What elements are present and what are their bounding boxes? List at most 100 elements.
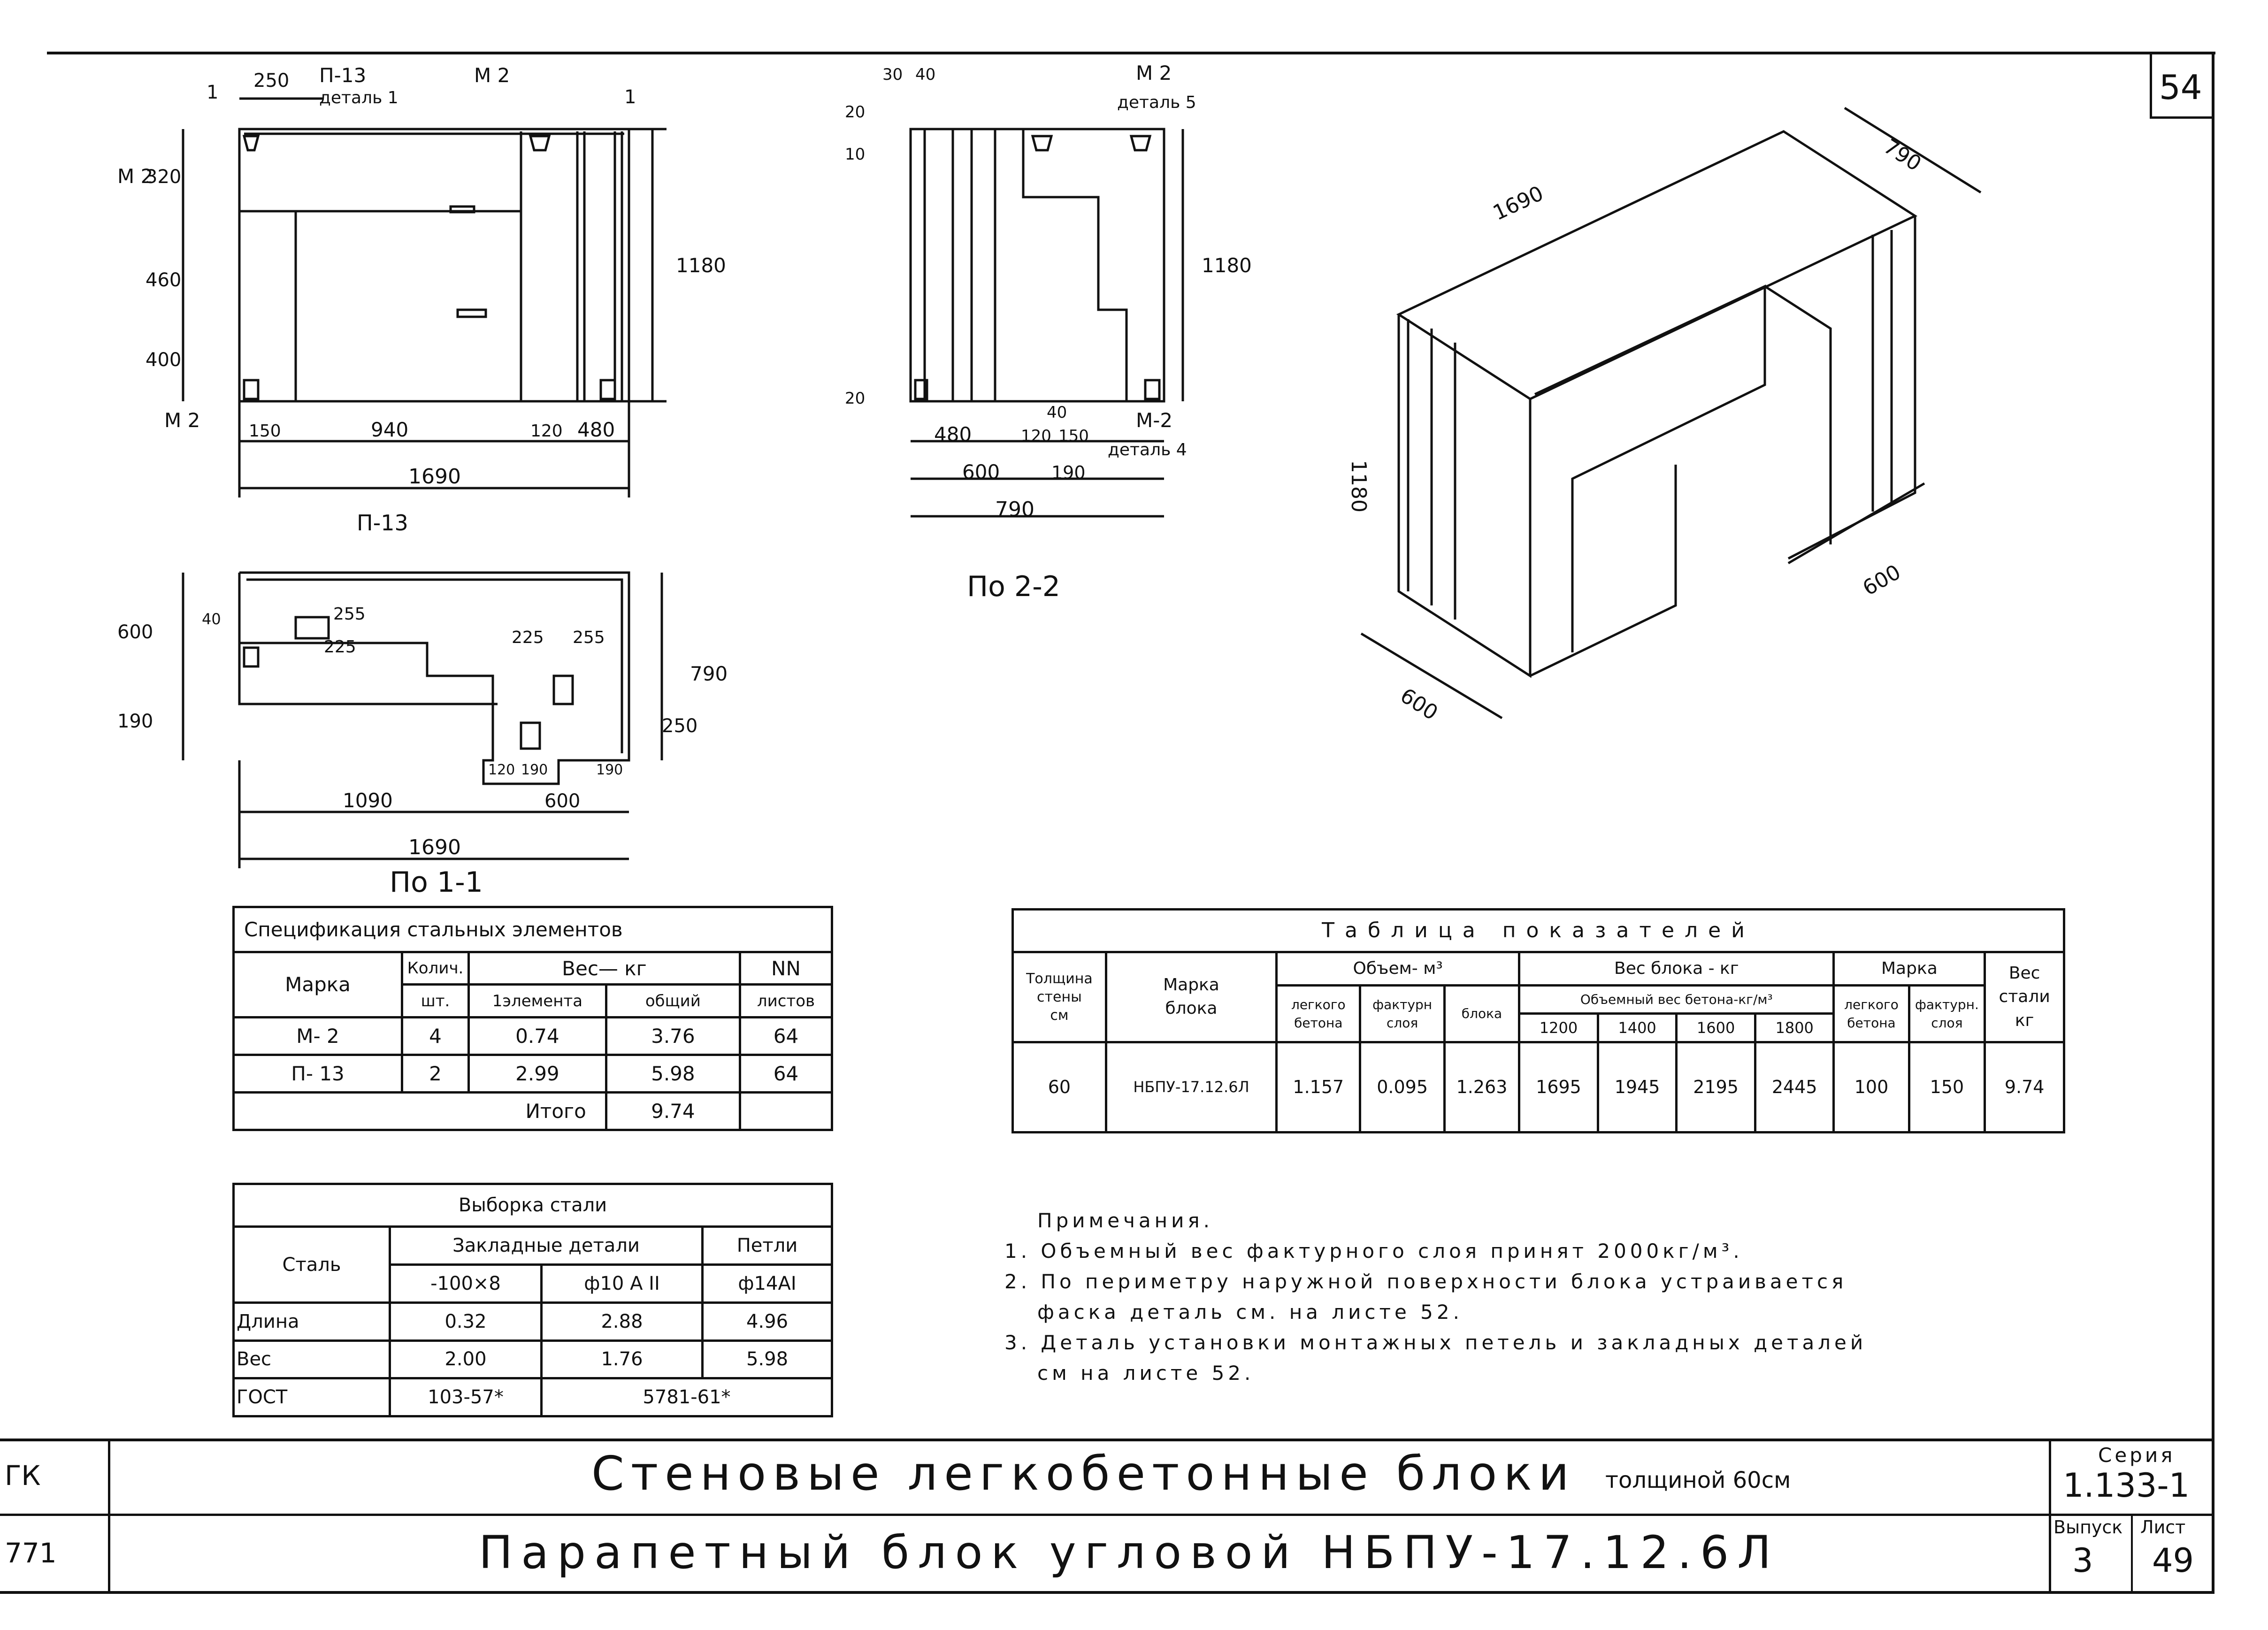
ind-header-w1: 1200	[1518, 1012, 1599, 1043]
steel-row1-c2: 2.88	[540, 1301, 704, 1342]
ind-header-thickness: Толщина стены см	[1011, 950, 1107, 1043]
spec-row2-mark: П- 13	[232, 1053, 404, 1094]
iso-dim-600-left: 600	[1396, 683, 1442, 725]
s22-dim-height: 1180	[1202, 254, 1252, 277]
steel-header-embedded: Закладные детали	[389, 1225, 704, 1266]
ind-header-steel-1: Вес	[2008, 963, 2040, 983]
ind-table-title: Таблица показателей	[1011, 908, 2065, 953]
sheet-number-box-left	[2150, 52, 2152, 117]
iso-dim-1180: 1180	[1347, 460, 1371, 513]
steel-table-title: Выборка стали	[232, 1182, 833, 1228]
issue-label: Выпуск	[2053, 1517, 2123, 1538]
s11-dim-total: 1690	[408, 835, 461, 859]
series-label: Серия	[2098, 1444, 2176, 1467]
s11-dim-190: 190	[117, 711, 153, 732]
note-2-cont: фаска деталь см. на листе 52.	[1037, 1301, 1463, 1324]
sheet-number: 54	[2159, 68, 2202, 107]
ind-row-gr-light: 100	[1832, 1041, 1910, 1134]
s11-dim-600: 600	[117, 621, 153, 643]
ind-header-w2: 1400	[1596, 1012, 1678, 1043]
spec-table-title: Спецификация стальных элементов	[232, 905, 833, 954]
ind-row-thickness: 60	[1011, 1041, 1107, 1134]
s11-dim-225-a: 225	[324, 637, 356, 657]
spec-header-qty: Колич.	[401, 951, 470, 986]
note-1: 1. Объемный вес фактурного слоя принят 2…	[1004, 1240, 1743, 1263]
ind-header-vol-facing-1: фактурн	[1372, 996, 1433, 1012]
ind-header-thickness-1: Толщина	[1026, 970, 1093, 987]
s22-dim-30: 30	[882, 65, 903, 84]
table-row: Вес 2.00 1.76 5.98	[232, 1339, 833, 1380]
steel-row3-c1: 103-57*	[389, 1377, 543, 1417]
elev-dim-400: 400	[146, 349, 181, 371]
ind-row-gr-facing: 150	[1908, 1041, 1986, 1134]
s11-dim-190-b: 190	[596, 762, 623, 778]
ind-header-mark-1: Марка	[1163, 975, 1219, 995]
steel-header-c3: ф14АI	[701, 1263, 833, 1304]
iso-dim-600-right: 600	[1859, 560, 1905, 600]
ind-header-vol-block: блока	[1443, 984, 1521, 1043]
ind-header-mark-2: блока	[1165, 999, 1218, 1018]
left-code-bottom: 771	[5, 1537, 57, 1569]
title-main: Стеновые легкобетонные блоки	[591, 1446, 1576, 1501]
steel-row3-c23: 5781-61*	[540, 1377, 833, 1417]
ind-header-thickness-3: см	[1050, 1007, 1069, 1024]
ind-header-vol-light: легкого бетона	[1275, 984, 1362, 1043]
s22-dim-120: 120	[1021, 427, 1051, 445]
s11-dim-600-bottom: 600	[544, 790, 580, 812]
s22-dim-10-top: 10	[845, 145, 865, 164]
s22-dim-40-bottom: 40	[1047, 403, 1067, 422]
s22-dim-20-bottom: 20	[845, 389, 865, 408]
s11-dim-120: 120	[488, 762, 515, 778]
ind-row-w3: 2195	[1675, 1041, 1756, 1134]
s22-dim-40: 40	[915, 65, 935, 84]
steel-row1-c1: 0.32	[389, 1301, 543, 1342]
spec-row1-sheet: 64	[738, 1016, 834, 1056]
frame-top-line	[47, 52, 2215, 54]
spec-row1-mark: М- 2	[232, 1016, 404, 1056]
steel-header-c2: ф10 А II	[540, 1263, 704, 1304]
ind-header-vol-light-2: бетона	[1294, 1015, 1343, 1031]
elev-dim-940: 940	[371, 418, 408, 441]
steel-header-c1: -100×8	[389, 1263, 543, 1304]
elev-label-m2: М 2	[474, 64, 510, 87]
spec-row1-one: 0.74	[467, 1016, 607, 1056]
spec-table: Спецификация стальных элементов Марка Ко…	[232, 905, 834, 1132]
title-block-bottom-line	[0, 1591, 2214, 1594]
issue-value: 3	[2072, 1541, 2093, 1580]
spec-header-weight: Вес— кг	[467, 951, 741, 986]
ind-row-steel: 9.74	[1984, 1041, 2065, 1134]
ind-header-weight-sub: Объемный вес бетона-кг/м³	[1518, 984, 1835, 1015]
s22-dim-150: 150	[1058, 427, 1089, 445]
elev-dim-height: 1180	[676, 254, 726, 277]
spec-header-qty-unit: шт.	[401, 983, 470, 1018]
spec-header-sheets2: листов	[738, 983, 834, 1018]
table-row: ГОСТ 103-57* 5781-61*	[232, 1377, 833, 1417]
s11-caption: По 1-1	[390, 866, 483, 899]
s22-mark-m2: М-2	[1136, 409, 1172, 432]
elev-dim-460: 460	[146, 269, 181, 291]
ind-row-vol-light: 1.157	[1275, 1041, 1362, 1134]
ind-header-gr-facing: фактурн. слоя	[1908, 984, 1986, 1043]
ind-row-mark: НБПУ-17.12.6Л	[1104, 1041, 1278, 1134]
steel-table: Выборка стали Сталь Закладные детали Пет…	[232, 1182, 833, 1417]
ind-row-vol-block: 1.263	[1443, 1041, 1521, 1134]
elev-dim-250: 250	[253, 70, 289, 92]
spec-row2-qty: 2	[401, 1053, 470, 1094]
s11-label-p13: П-13	[357, 512, 408, 536]
elev-dim-320: 320	[146, 166, 181, 188]
ind-header-steel-3: кг	[2015, 1010, 2034, 1030]
s11-dim-250: 250	[662, 715, 697, 737]
steel-row2-c2: 1.76	[540, 1339, 704, 1380]
ind-header-w4: 1800	[1754, 1012, 1835, 1043]
elev-dim-480: 480	[577, 418, 615, 441]
elev-dim-total: 1690	[408, 465, 461, 489]
spec-sum-value: 9.74	[605, 1091, 741, 1132]
s22-dim-480: 480	[934, 423, 972, 446]
note-3: 3. Деталь установки монтажных петель и з…	[1004, 1331, 1867, 1354]
notes-title: Примечания.	[1037, 1209, 1213, 1232]
elev-section-mark-right: 1	[624, 86, 636, 108]
s11-dim-225-b: 225	[512, 628, 544, 647]
spec-header-sheets: NN	[738, 951, 834, 986]
spec-row1-qty: 4	[401, 1016, 470, 1056]
